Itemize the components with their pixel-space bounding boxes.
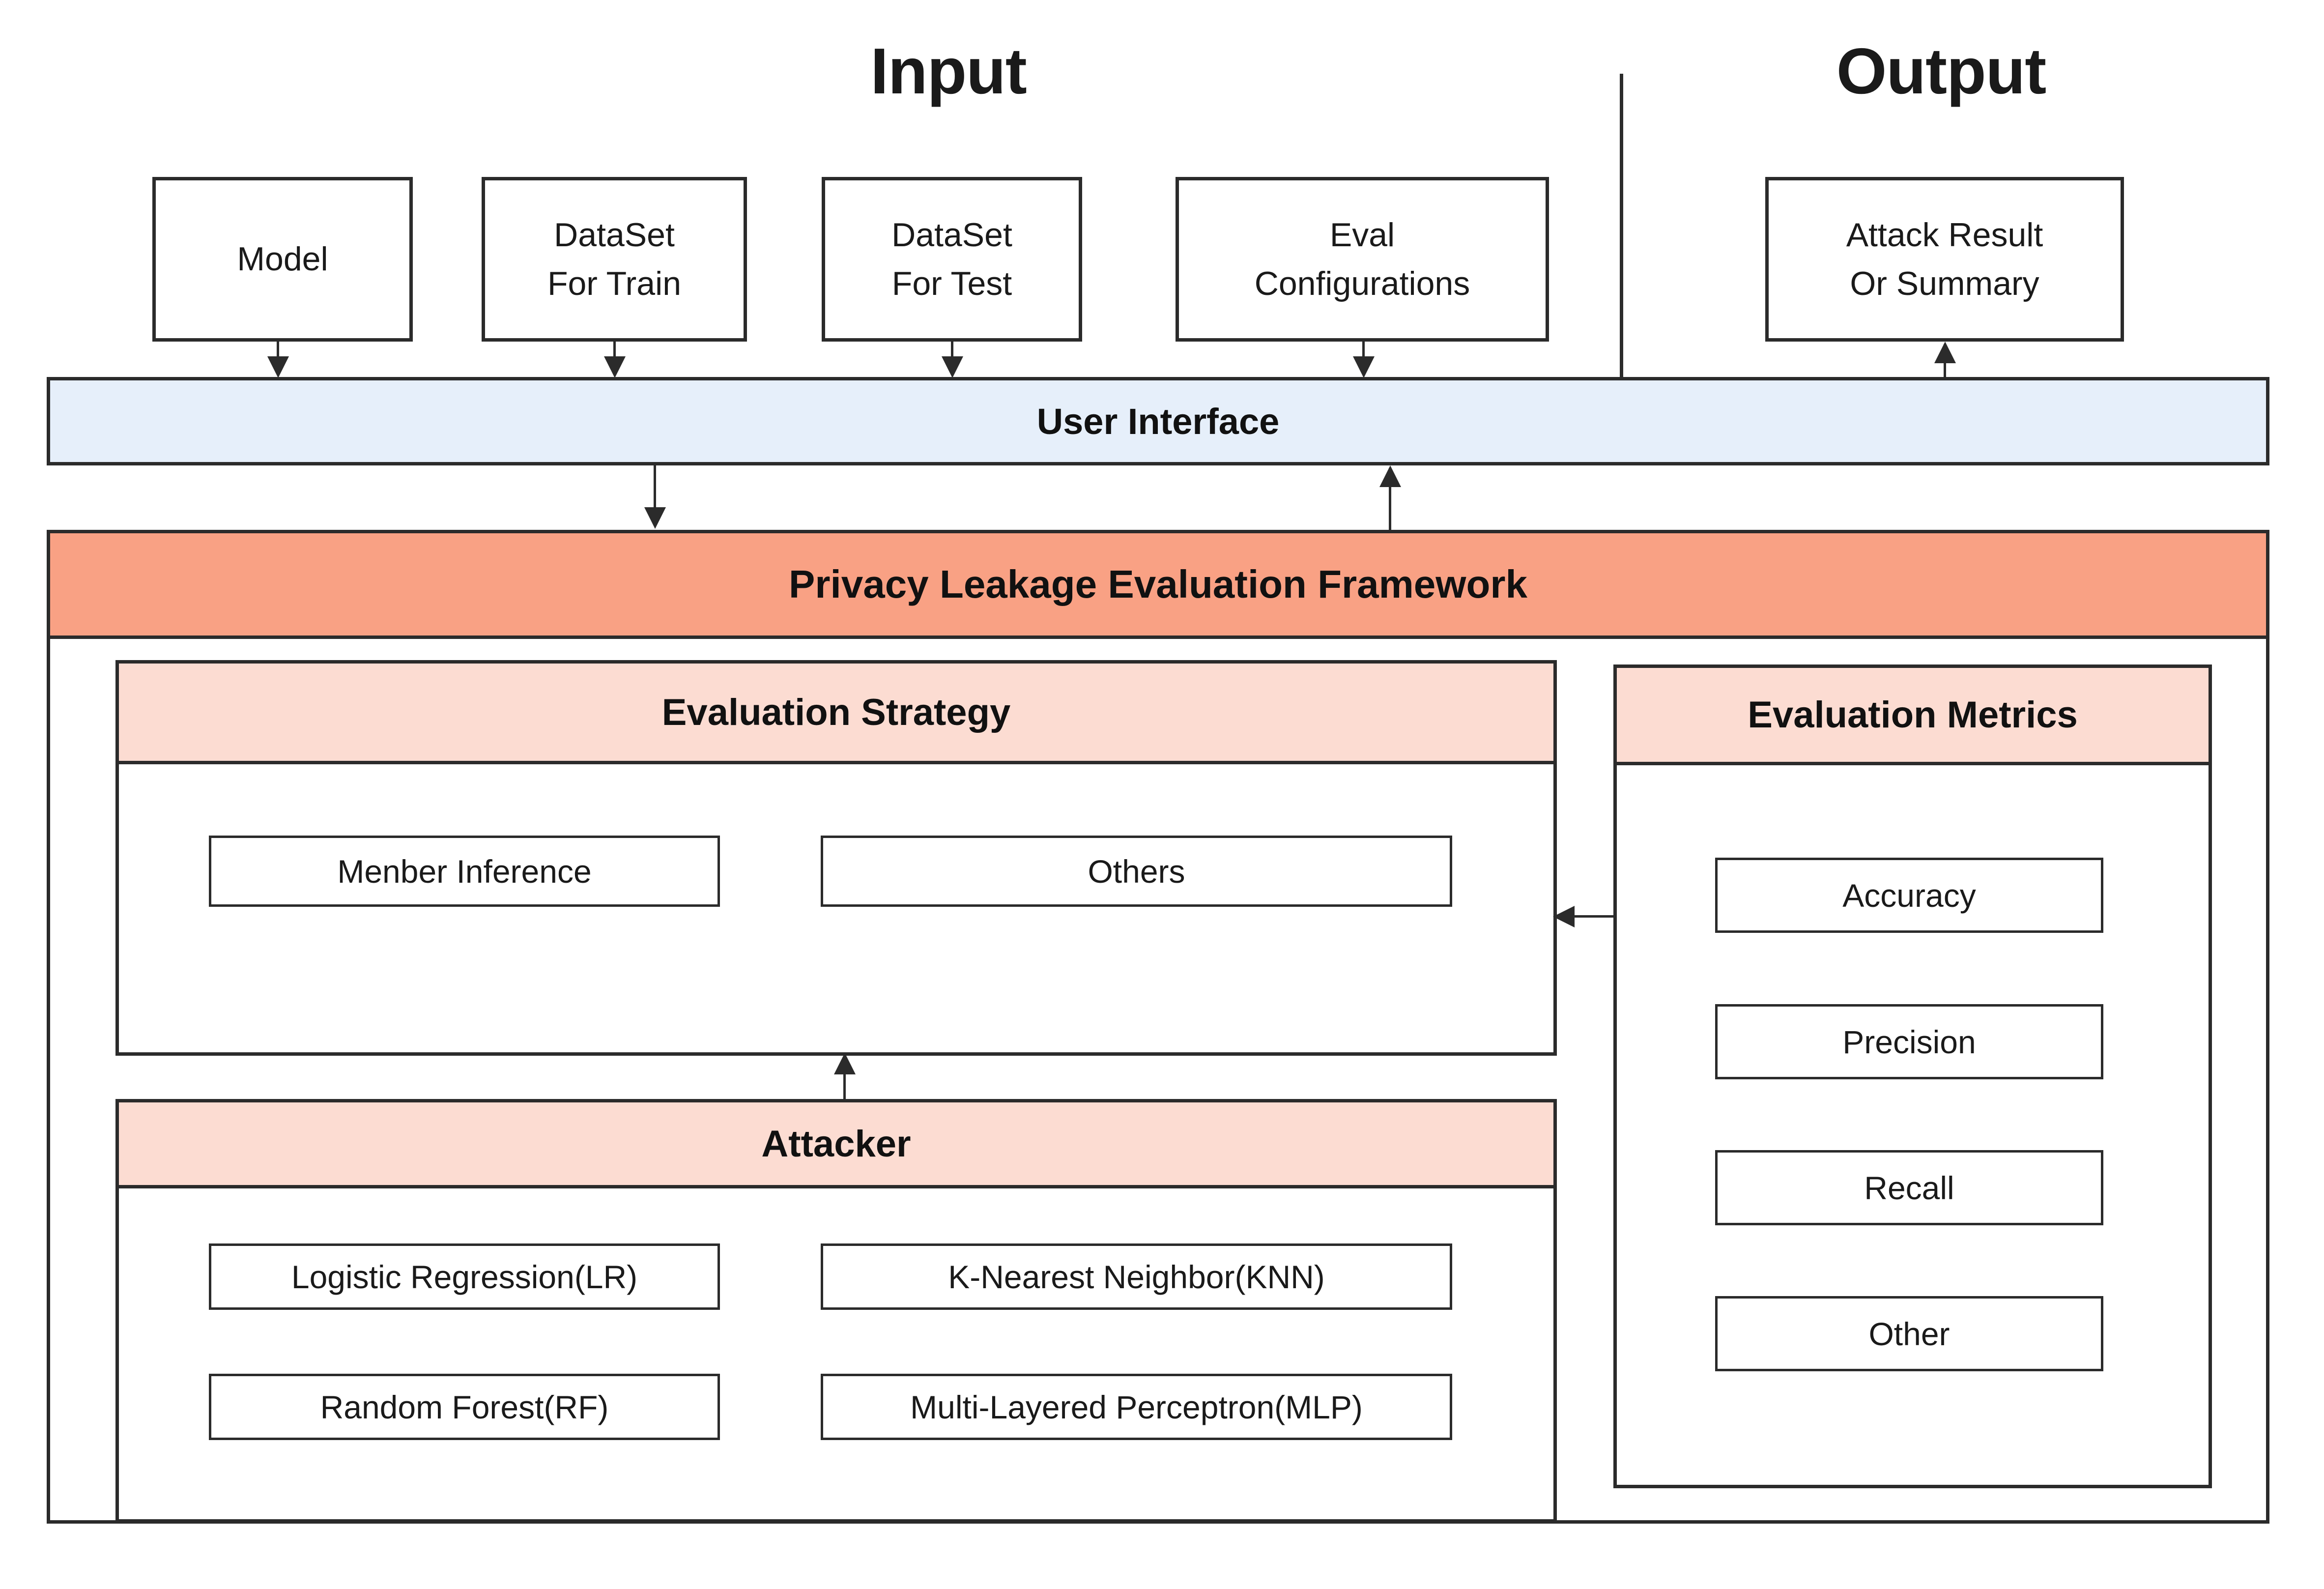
input-section-title: Input: [870, 34, 1027, 107]
attacker-item-k-nearest-neighbor[interactable]: K-Nearest Neighbor(KNN): [821, 1243, 1452, 1310]
attacker-item-multi-layered-perceptron[interactable]: Multi-Layered Perceptron(MLP): [821, 1374, 1452, 1440]
arrow-test-to-ui: [951, 342, 953, 362]
arrowhead-ui-to-framework: [644, 507, 666, 529]
arrowhead-evalconfig-to-ui: [1353, 356, 1375, 378]
framework-header: Privacy Leakage Evaluation Framework: [47, 530, 2269, 639]
arrow-framework-to-ui: [1389, 468, 1391, 531]
arrow-metrics-to-strategy: [1556, 915, 1616, 918]
evaluation-strategy-header: Evaluation Strategy: [115, 660, 1557, 764]
arrowhead-model-to-ui: [267, 356, 289, 378]
arrow-ui-to-framework: [654, 465, 656, 511]
evaluation-metrics-item-other[interactable]: Other: [1715, 1296, 2103, 1371]
input-box-eval-configurations[interactable]: Eval Configurations: [1176, 177, 1549, 342]
attacker-item-random-forest[interactable]: Random Forest(RF): [209, 1374, 720, 1440]
arrowhead-ui-to-attack-result: [1934, 342, 1956, 363]
input-box-dataset-for-train[interactable]: DataSet For Train: [482, 177, 747, 342]
arrowhead-test-to-ui: [942, 356, 963, 378]
evaluation-metrics-item-precision[interactable]: Precision: [1715, 1004, 2103, 1079]
attacker-header: Attacker: [115, 1099, 1557, 1188]
output-section-title: Output: [1836, 34, 2046, 107]
arrowhead-train-to-ui: [604, 356, 626, 378]
arrow-evalconfig-to-ui: [1362, 342, 1365, 362]
evaluation-strategy-item-others[interactable]: Others: [821, 836, 1452, 907]
arrowhead-attacker-to-strategy: [834, 1053, 856, 1074]
arrowhead-framework-to-ui: [1379, 465, 1401, 487]
evaluation-metrics-item-accuracy[interactable]: Accuracy: [1715, 858, 2103, 933]
input-box-model[interactable]: Model: [152, 177, 413, 342]
arrow-model-to-ui: [277, 342, 279, 362]
user-interface-bar[interactable]: User Interface: [47, 377, 2269, 465]
arrow-attacker-to-strategy: [843, 1056, 846, 1099]
input-box-dataset-for-test[interactable]: DataSet For Test: [822, 177, 1082, 342]
evaluation-strategy-item-menber-inference[interactable]: Menber Inference: [209, 836, 720, 907]
evaluation-metrics-header: Evaluation Metrics: [1613, 664, 2212, 765]
arrowhead-metrics-to-strategy: [1553, 906, 1575, 927]
output-box-attack-result-or-summary[interactable]: Attack Result Or Summary: [1765, 177, 2124, 342]
arrow-train-to-ui: [613, 342, 616, 362]
attacker-item-logistic-regression[interactable]: Logistic Regression(LR): [209, 1243, 720, 1310]
input-output-divider: [1620, 74, 1623, 378]
evaluation-metrics-item-recall[interactable]: Recall: [1715, 1150, 2103, 1225]
